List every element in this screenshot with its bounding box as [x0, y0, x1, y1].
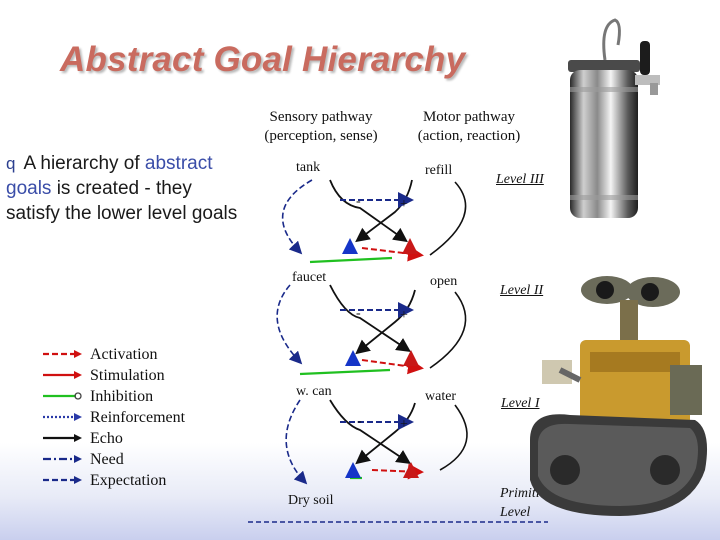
node-tank: tank: [296, 160, 321, 175]
motor-triangle-level-2: [403, 350, 419, 366]
legend-item-activation: Activation: [40, 344, 240, 365]
legend-label: Inhibition: [90, 388, 154, 405]
legend-swatch: [43, 392, 82, 400]
node-faucet: faucet: [292, 270, 327, 285]
node-water: water: [425, 389, 457, 404]
level-1-label: Level I: [501, 396, 540, 411]
bullet-text-end: is created - they satisfy the lower leve…: [6, 178, 238, 224]
minus-sign-level-1: -: [357, 414, 362, 429]
keg-image: [568, 18, 660, 218]
wall-e-robot-image: [530, 276, 708, 516]
level-3-label: Level III: [496, 172, 544, 187]
minus-sign-level-3: -: [356, 194, 361, 209]
legend-label: Stimulation: [90, 367, 165, 384]
legend-item-stimulation: Stimulation: [40, 365, 240, 386]
legend-swatch: [43, 434, 82, 442]
plus-sign-level-3: +: [400, 197, 408, 212]
legend-label: Need: [90, 451, 124, 468]
legend-swatch: [43, 371, 82, 379]
bullet-point: q A hierarchy of abstract goals is create…: [6, 151, 246, 226]
goal-hierarchy-diagram: [248, 179, 548, 523]
motor-pathway-header: Motor pathway (action, reaction): [417, 109, 521, 144]
legend-item-need: Need: [40, 449, 240, 470]
legend-label: Expectation: [90, 472, 167, 489]
bullet-marker: q: [6, 154, 16, 173]
legend-swatch: [43, 455, 82, 463]
minus-sign-level-2: -: [356, 306, 361, 321]
level-2-links: [276, 256, 467, 375]
motor-triangle-level-3: [402, 238, 418, 254]
sensory-triangle-level-3: [342, 238, 358, 254]
level-3-links: [281, 179, 467, 262]
bullet-text-start: A hierarchy of: [23, 153, 145, 174]
slide-title: Abstract Goal Hierarchy: [60, 40, 466, 79]
node-open: open: [430, 274, 458, 289]
level-2-label: Level II: [500, 283, 544, 298]
legend-label: Echo: [90, 430, 123, 447]
node-dry-soil: Dry soil: [288, 493, 334, 508]
legend-label: Activation: [90, 346, 158, 363]
legend-item-inhibition: Inhibition: [40, 386, 240, 407]
sensory-pathway-header: Sensory pathway (perception, sense): [264, 109, 378, 144]
legend-swatch: [43, 413, 82, 421]
plus-sign-level-2: +: [400, 308, 408, 323]
legend-swatch: [43, 350, 82, 358]
sensory-triangle-level-2: [345, 350, 361, 366]
legend-swatch: [43, 476, 82, 484]
legend-item-reinforcement: Reinforcement: [40, 407, 240, 428]
legend-item-echo: Echo: [40, 428, 240, 449]
legend-label: Reinforcement: [90, 409, 186, 426]
motor-triangle-level-1: [403, 462, 419, 478]
node-w-can: w. can: [296, 384, 332, 399]
legend-item-expectation: Expectation: [40, 470, 240, 491]
node-refill: refill: [425, 163, 453, 178]
sensory-triangle-level-1: [345, 462, 361, 478]
plus-sign-level-1: +: [400, 417, 408, 432]
bullet-highlight: abstract goals: [6, 153, 213, 199]
